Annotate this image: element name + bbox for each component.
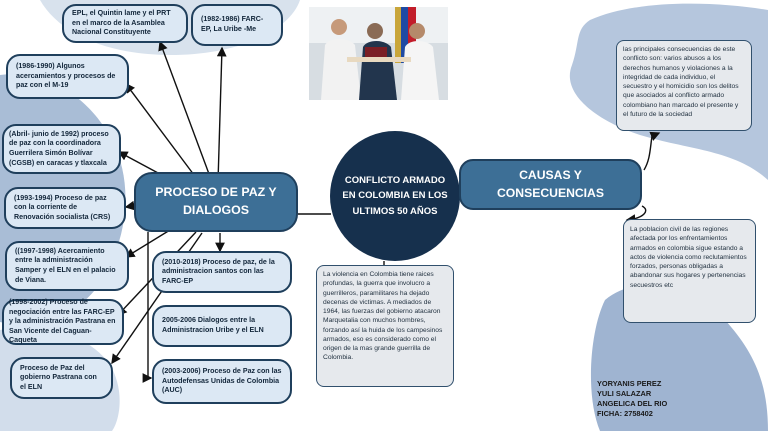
arrow-to-epl [158,40,213,183]
photo-illustration [309,7,448,100]
credit-ficha: FICHA: 2758402 [597,408,653,418]
credit-name: ANGELICA DEL RIO [597,398,668,408]
peace-event-crs: (1993-1994) Proceso de paz con la corrie… [4,187,126,229]
peace-agreement-photo [309,7,448,100]
peace-event-caguan: (1998-2002) Proceso de negociación entre… [2,298,124,345]
causes-consequences-node: CAUSAS Y CONSECUENCIAS [459,159,642,210]
peace-event-samper: ((1997-1998) Acercamiento entre la admin… [5,241,129,291]
arrow-to-consequences [643,131,661,171]
credits: YORYANIS PEREZ YULI SALAZAR ANGELICA DEL… [597,379,667,419]
arrow-to-auc [142,232,153,383]
credit-name: YORYANIS PEREZ [597,379,662,388]
arrow-to-farc-1982 [216,46,227,183]
peace-event-cgsb: (Abril- junio de 1992) proceso de paz co… [2,124,121,174]
peace-event-uribe-eln: 2005-2006 Dialogos entre la Administraci… [152,305,292,347]
arrow-to-m19 [125,82,201,184]
peace-event-epl: EPL, el Quintin lame y el PRT en el marc… [62,4,188,43]
origin-textbox: La violencia en Colombia tiene raices pr… [316,265,454,387]
peace-event-farc-1982: (1982-1986) FARC-EP, La Uribe -Me [191,4,283,46]
central-topic-circle: CONFLICTO ARMADO EN COLOMBIA EN LOS ULTI… [330,131,460,261]
peace-event-m19: (1986-1990) Algunos acercamientos y proc… [6,54,129,99]
peace-event-auc: (2003-2006) Proceso de Paz con las Autod… [152,359,292,404]
credit-name: YULI SALAZAR [597,388,652,398]
consequences-textbox: las principales consecuencias de este co… [616,40,752,131]
peace-dialogues-node: PROCESO DE PAZ Y DIALOGOS [134,172,298,232]
peace-event-santos: (2010-2018) Proceso de paz, de la admini… [152,251,292,293]
civilians-textbox: La poblacion civil de las regiones afect… [623,219,756,323]
peace-event-eln-pastrana: Proceso de Paz del gobierno Pastrana con… [10,357,113,399]
